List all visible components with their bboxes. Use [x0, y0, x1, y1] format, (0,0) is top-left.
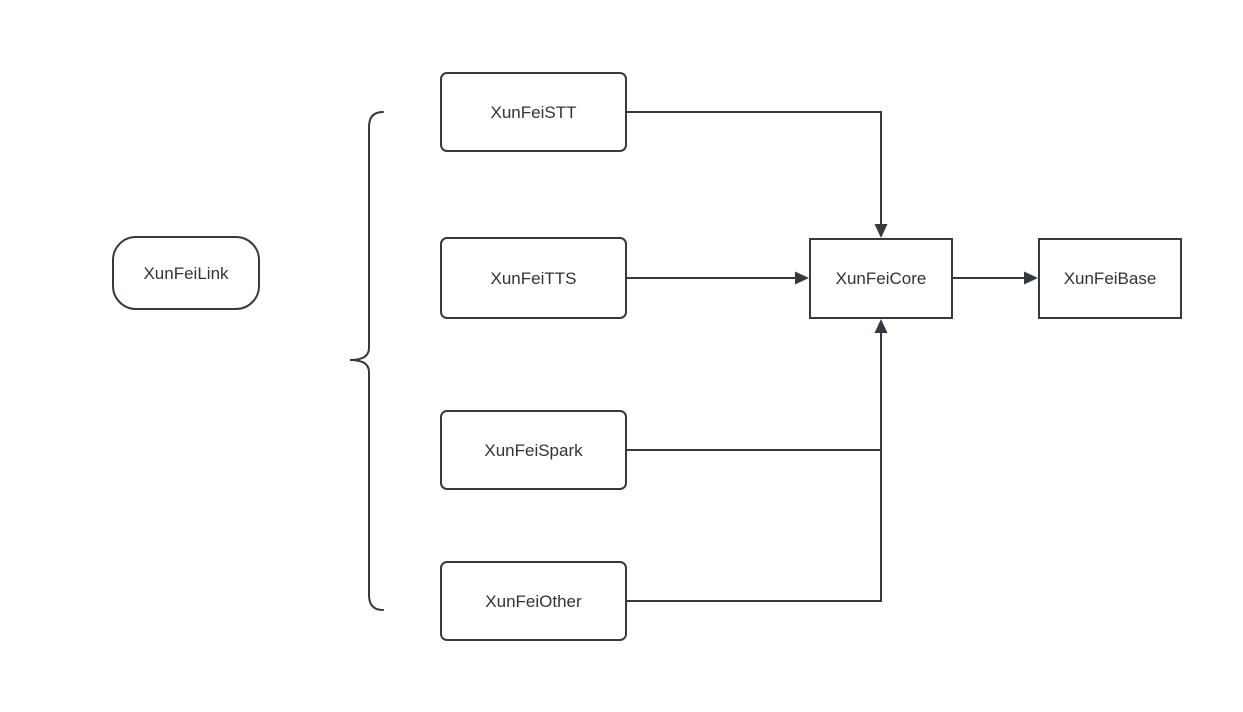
- node-xunfeibase: XunFeiBase: [1038, 238, 1182, 319]
- node-xunfeiother: XunFeiOther: [440, 561, 627, 641]
- group-brace-left: [349, 111, 384, 611]
- arrowhead-stt-core: [874, 224, 888, 238]
- node-xunfeitts-label: XunFeiTTS: [490, 268, 577, 288]
- connector-stt-core: [627, 111, 882, 225]
- arrowhead-other-core: [874, 319, 888, 333]
- node-xunfeispark-label: XunFeiSpark: [484, 440, 583, 460]
- node-xunfeitts: XunFeiTTS: [440, 237, 627, 319]
- node-xunfeiother-label: XunFeiOther: [485, 591, 582, 611]
- node-xunfeilink-label: XunFeiLink: [143, 263, 229, 283]
- node-xunfeispark: XunFeiSpark: [440, 410, 627, 490]
- node-xunfeicore-label: XunFeiCore: [835, 269, 927, 288]
- node-xunfeicore: XunFeiCore: [809, 238, 953, 319]
- node-xunfeibase-label: XunFeiBase: [1063, 269, 1157, 288]
- arrowhead-core-base: [1024, 271, 1038, 285]
- node-xunfeistt-label: XunFeiSTT: [490, 102, 577, 122]
- node-xunfeistt: XunFeiSTT: [440, 72, 627, 152]
- arrowhead-tts-core: [795, 271, 809, 285]
- node-xunfeilink: XunFeiLink: [112, 236, 260, 310]
- connector-other-core: [627, 332, 882, 602]
